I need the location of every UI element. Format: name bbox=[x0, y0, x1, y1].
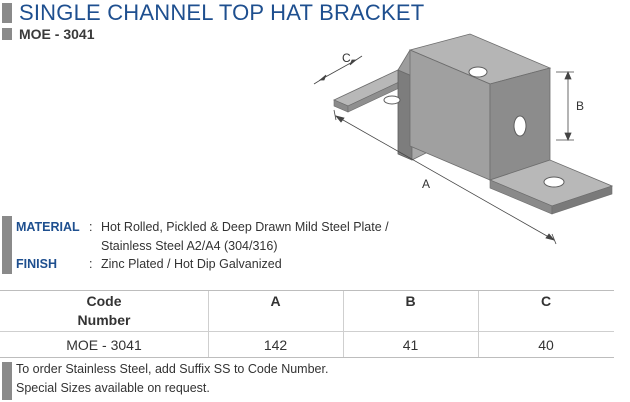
spec-accent-bar bbox=[2, 216, 12, 274]
notes-block: To order Stainless Steel, add Suffix SS … bbox=[0, 360, 500, 400]
header-a: A bbox=[270, 292, 281, 309]
column-divider bbox=[478, 291, 479, 357]
cell-b: 41 bbox=[402, 336, 419, 353]
dim-label-c: C bbox=[342, 51, 351, 65]
dim-label-b: B bbox=[576, 99, 584, 113]
note-stainless: To order Stainless Steel, add Suffix SS … bbox=[16, 362, 329, 376]
header-code-number: Code Number bbox=[0, 291, 208, 331]
title-accent-bar bbox=[2, 3, 12, 23]
column-divider bbox=[343, 291, 344, 357]
bracket-holes bbox=[383, 66, 565, 188]
dimension-lines bbox=[313, 55, 574, 245]
header-code-line2: Number bbox=[77, 312, 131, 328]
cell-c: 40 bbox=[538, 336, 554, 353]
finish-value: Zinc Plated / Hot Dip Galvanized bbox=[101, 257, 282, 271]
product-code: MOE - 3041 bbox=[19, 26, 95, 42]
bracket-drawing: C B A bbox=[313, 33, 614, 245]
material-value-line1: Hot Rolled, Pickled & Deep Drawn Mild St… bbox=[101, 220, 389, 234]
bracket-shape bbox=[333, 33, 614, 215]
material-label: MATERIAL bbox=[16, 220, 80, 234]
header-code-line1: Code bbox=[86, 293, 122, 309]
header-c: C bbox=[540, 292, 552, 309]
header-b: B bbox=[405, 292, 416, 309]
finish-colon: : bbox=[89, 257, 93, 271]
column-divider bbox=[208, 291, 209, 357]
cell-code: MOE - 3041 bbox=[66, 336, 142, 353]
title-row: SINGLE CHANNEL TOP HAT BRACKET bbox=[0, 0, 424, 26]
dimensions-table: Code Number A B C MOE - 3041 142 41 40 bbox=[0, 290, 614, 358]
note-special-sizes: Special Sizes available on request. bbox=[16, 381, 210, 395]
code-row: MOE - 3041 bbox=[0, 25, 94, 43]
page-title: SINGLE CHANNEL TOP HAT BRACKET bbox=[19, 0, 425, 25]
material-value-line2: Stainless Steel A2/A4 (304/316) bbox=[101, 239, 278, 253]
code-accent-bar bbox=[2, 28, 12, 40]
finish-label: FINISH bbox=[16, 257, 57, 271]
notes-accent-bar bbox=[2, 362, 12, 400]
row-divider bbox=[0, 331, 614, 332]
spec-block: MATERIAL : Hot Rolled, Pickled & Deep Dr… bbox=[0, 216, 440, 274]
cell-a: 142 bbox=[263, 336, 288, 353]
dim-label-a: A bbox=[422, 177, 430, 191]
material-colon: : bbox=[89, 220, 93, 234]
